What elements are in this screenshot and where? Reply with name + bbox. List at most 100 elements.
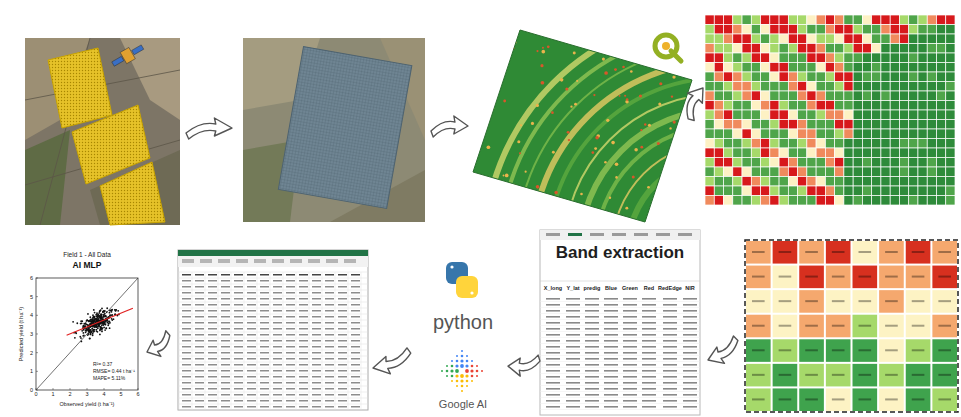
table-cell xyxy=(879,290,904,313)
data-point xyxy=(99,330,101,332)
google-ai-logo xyxy=(465,374,468,377)
cell-value-mark xyxy=(566,334,580,336)
cell-value-mark xyxy=(247,274,256,276)
table-cell xyxy=(826,364,851,387)
sheet-line xyxy=(178,320,368,321)
grid-cell xyxy=(872,110,881,120)
grid-cell xyxy=(936,101,945,111)
cell-value-mark xyxy=(642,304,656,306)
cell-value-mark xyxy=(642,328,656,330)
grid-cell xyxy=(761,148,770,158)
cell-value-mark xyxy=(221,322,230,324)
tick xyxy=(138,388,139,390)
grid-cell xyxy=(853,158,862,168)
grid-cell xyxy=(770,196,779,206)
cell-value-mark xyxy=(683,394,697,396)
cell-value-mark xyxy=(805,251,818,253)
data-point xyxy=(82,332,84,334)
cell-value-mark xyxy=(286,298,295,300)
cell-value-mark xyxy=(683,352,697,354)
grid-cell xyxy=(761,25,770,35)
grid-cell xyxy=(862,34,871,44)
cell-value-mark xyxy=(286,334,295,336)
index-speck xyxy=(540,211,542,213)
ribbon-tool xyxy=(236,259,248,263)
grid-cell xyxy=(770,110,779,120)
sheet-line xyxy=(178,284,368,285)
grid-cell xyxy=(835,101,844,111)
python-logo xyxy=(456,276,478,298)
grid-cell xyxy=(788,25,797,35)
grid-cell xyxy=(899,63,908,73)
cell-value-mark xyxy=(273,316,282,318)
sheet-line xyxy=(540,397,700,398)
data-point xyxy=(85,322,87,324)
ribbon-tool xyxy=(308,259,320,263)
grid-cell xyxy=(751,101,760,111)
grid-cell xyxy=(742,186,751,196)
index-speck xyxy=(640,129,642,131)
table-cell xyxy=(879,388,904,411)
cell-value-mark xyxy=(312,376,321,378)
cell-value-mark xyxy=(683,376,697,378)
data-point xyxy=(88,328,90,330)
grid-cell xyxy=(770,82,779,92)
data-point xyxy=(90,333,92,335)
data-point xyxy=(86,329,88,331)
cell-value-mark xyxy=(221,376,230,378)
python-logo xyxy=(470,291,473,294)
grid-cell xyxy=(798,158,807,168)
grid-cell xyxy=(807,148,816,158)
data-point xyxy=(103,315,105,317)
plot-frame xyxy=(36,278,138,390)
tick xyxy=(121,388,122,390)
index-speck xyxy=(539,193,542,196)
grid-cell xyxy=(788,53,797,63)
grid-cell xyxy=(862,196,871,206)
cell-value-mark xyxy=(642,322,656,324)
grid-cell xyxy=(835,139,844,149)
grid-cell xyxy=(835,53,844,63)
grid-cell xyxy=(798,34,807,44)
table-cell xyxy=(879,339,904,362)
cell-value-mark xyxy=(325,376,334,378)
grid-cell xyxy=(946,15,955,25)
grid-cell xyxy=(779,72,788,82)
grid-cell xyxy=(946,53,955,63)
grid-cell xyxy=(705,129,714,139)
grid-cell xyxy=(862,72,871,82)
ribbon-tab xyxy=(634,233,648,236)
google-ai-logo xyxy=(451,375,454,378)
grid-cell xyxy=(862,91,871,101)
cell-value-mark xyxy=(260,316,269,318)
google-ai-logo xyxy=(460,364,464,368)
grid-cell xyxy=(946,139,955,149)
google-ai-logo xyxy=(451,380,453,382)
cell-value-mark xyxy=(325,400,334,402)
grid-cell xyxy=(816,91,825,101)
cell-value-mark xyxy=(546,304,560,306)
grid-cell xyxy=(770,53,779,63)
cell-value-mark xyxy=(260,406,269,408)
grid-cell xyxy=(751,44,760,54)
tick xyxy=(36,277,38,278)
cell-value-mark xyxy=(859,325,872,327)
cell-value-mark xyxy=(623,364,637,366)
grid-cell xyxy=(779,91,788,101)
cell-value-mark xyxy=(566,340,580,342)
grid-cell xyxy=(899,44,908,54)
cell-value-mark xyxy=(182,340,191,342)
data-point xyxy=(100,309,102,311)
one-to-one-line xyxy=(36,278,138,390)
grid-cell xyxy=(779,196,788,206)
cell-value-mark xyxy=(286,346,295,348)
grid-cell xyxy=(705,72,714,82)
cell-value-mark xyxy=(623,316,637,318)
cell-value-mark xyxy=(247,316,256,318)
grid-cell xyxy=(816,44,825,54)
cell-value-mark xyxy=(325,280,334,282)
data-point xyxy=(100,316,102,318)
cell-value-mark xyxy=(566,346,580,348)
cell-value-mark xyxy=(566,358,580,360)
table-cell xyxy=(799,339,824,362)
